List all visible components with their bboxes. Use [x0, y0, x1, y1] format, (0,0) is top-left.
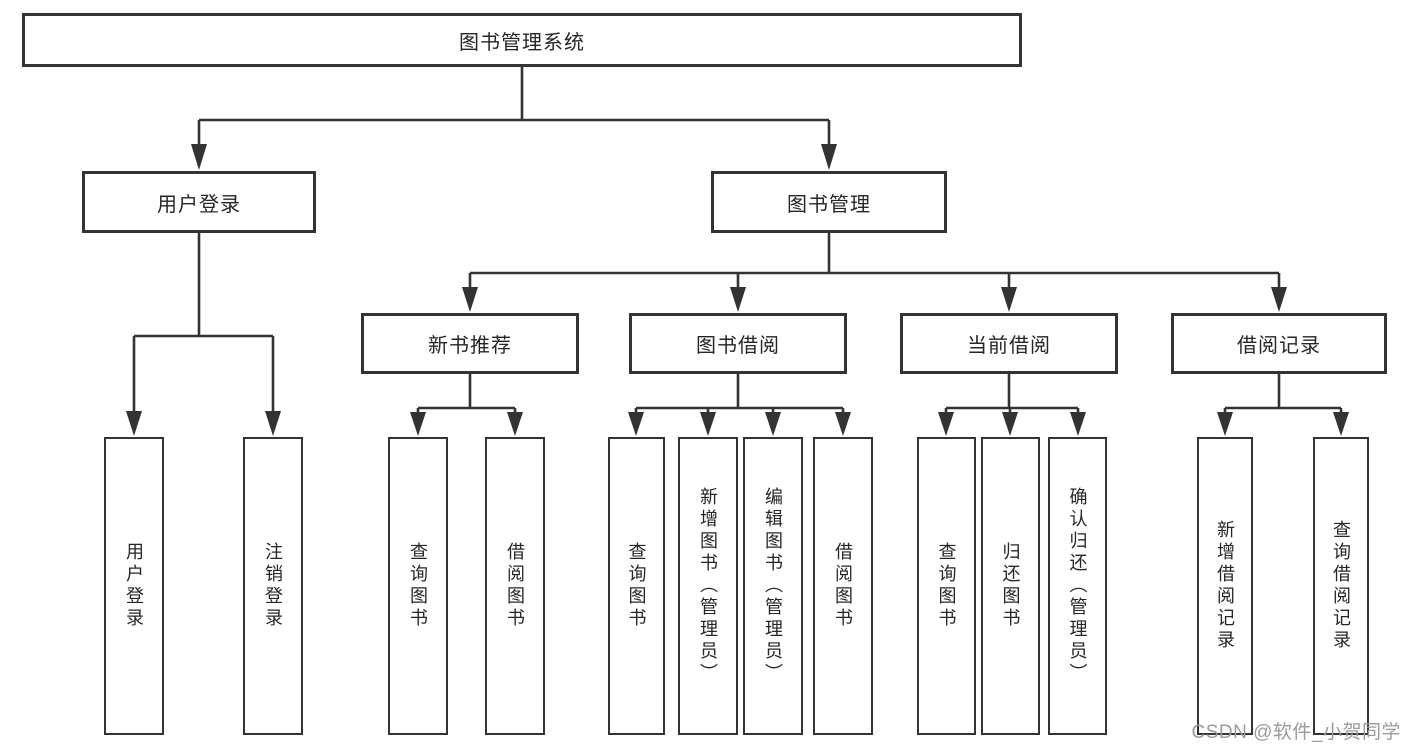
leaf-user-login-label: 用户登录 [124, 542, 144, 630]
node-book-management: 图书管理 [711, 171, 947, 233]
node-user-login: 用户登录 [82, 171, 316, 233]
leaf-query-books-recommend: 查询图书 [388, 437, 448, 735]
leaf-confirm-return-admin: 确认归还（管理员） [1048, 437, 1107, 735]
node-root: 图书管理系统 [22, 13, 1022, 67]
leaf-return-books: 归还图书 [981, 437, 1040, 735]
leaf-add-borrow-record-label: 新增借阅记录 [1215, 520, 1235, 652]
node-borrow-records: 借阅记录 [1171, 313, 1387, 374]
leaf-query-books-borrow: 查询图书 [608, 437, 665, 735]
leaf-query-borrow-record: 查询借阅记录 [1313, 437, 1369, 735]
node-new-book-recommend-label: 新书推荐 [428, 335, 512, 357]
leaf-query-books-recommend-label: 查询图书 [408, 542, 428, 630]
leaf-add-borrow-record: 新增借阅记录 [1197, 437, 1253, 735]
leaf-logout-label: 注销登录 [263, 542, 283, 630]
connector-strokes [132, 67, 1343, 414]
node-book-management-label: 图书管理 [787, 193, 871, 216]
node-borrow-records-label: 借阅记录 [1237, 335, 1321, 357]
leaf-return-books-label: 归还图书 [1000, 542, 1021, 630]
leaf-query-books-borrow-label: 查询图书 [626, 542, 647, 630]
node-user-login-label: 用户登录 [157, 193, 241, 216]
node-root-label: 图书管理系统 [459, 31, 585, 54]
leaf-edit-books-admin: 编辑图书（管理员） [743, 437, 803, 735]
csdn-watermark: CSDN @软件_小贺同学 [1191, 722, 1401, 743]
leaf-logout: 注销登录 [243, 437, 303, 735]
leaf-query-books-current-label: 查询图书 [936, 542, 957, 630]
leaf-borrow-books-label: 借阅图书 [833, 542, 853, 630]
arrowheads [126, 144, 1349, 436]
leaf-edit-books-admin-label: 编辑图书（管理员） [763, 487, 783, 685]
leaf-query-books-current: 查询图书 [917, 437, 976, 735]
node-book-borrow: 图书借阅 [629, 313, 847, 374]
leaf-confirm-return-admin-label: 确认归还（管理员） [1067, 487, 1088, 685]
leaf-query-borrow-record-label: 查询借阅记录 [1331, 520, 1351, 652]
node-current-borrow: 当前借阅 [900, 313, 1118, 374]
node-new-book-recommend: 新书推荐 [361, 313, 579, 374]
leaf-borrow-books: 借阅图书 [813, 437, 873, 735]
leaf-user-login: 用户登录 [104, 437, 164, 735]
leaf-add-books-admin-label: 新增图书（管理员） [698, 487, 718, 685]
leaf-borrow-books-recommend-label: 借阅图书 [505, 542, 525, 630]
node-book-borrow-label: 图书借阅 [696, 335, 780, 357]
leaf-borrow-books-recommend: 借阅图书 [485, 437, 545, 735]
leaf-add-books-admin: 新增图书（管理员） [678, 437, 738, 735]
node-current-borrow-label: 当前借阅 [967, 335, 1051, 357]
